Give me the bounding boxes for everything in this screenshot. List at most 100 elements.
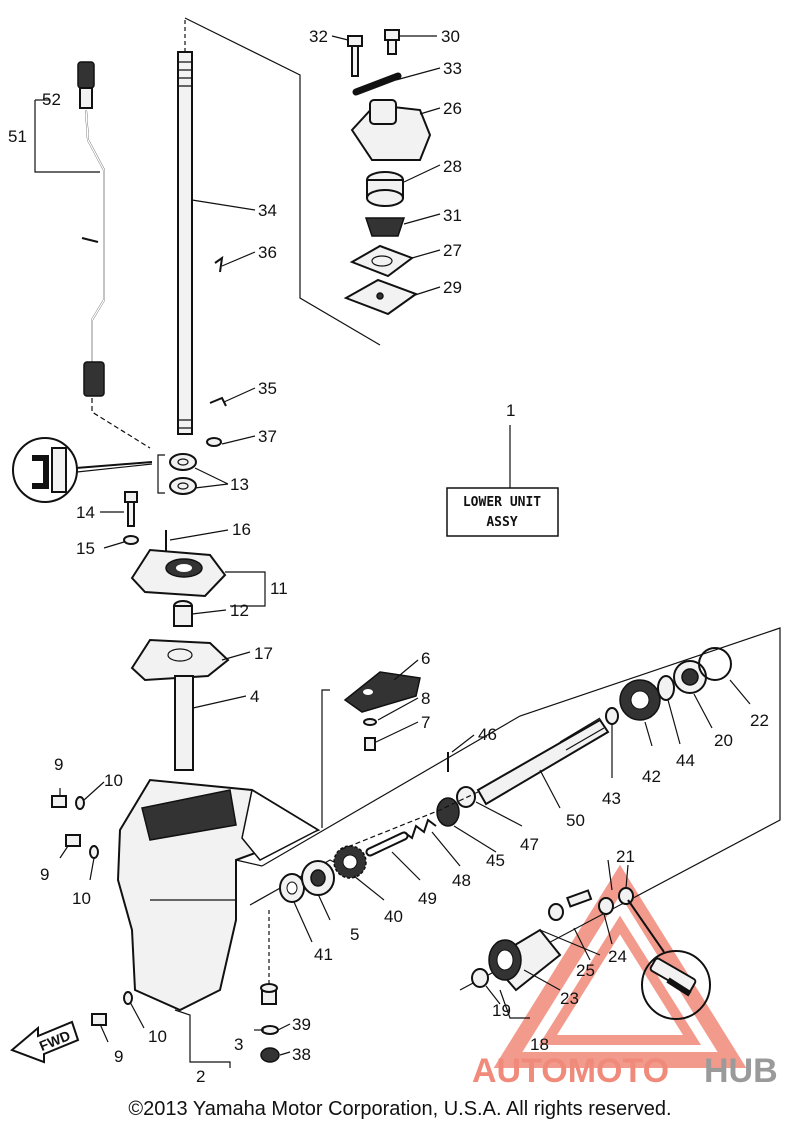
callout-20: 20 [714,731,733,750]
anode-6 [343,671,421,713]
detail-circle-right [627,899,711,1020]
lower-unit-assy-box [446,425,559,537]
callout-52: 52 [42,90,61,109]
callout-17: 17 [254,644,273,663]
callout-10b: 10 [72,889,91,908]
callout-6: 6 [421,649,430,668]
callout-33: 33 [443,59,462,78]
callout-7: 7 [421,713,430,732]
bracket-51 [34,100,100,173]
callout-44: 44 [676,751,695,770]
bearings-13 [157,453,197,495]
watermark-text-gray: HUB [704,1052,778,1090]
callout-2: 2 [196,1067,205,1086]
callout-12: 12 [230,601,249,620]
drive-shaft [177,20,193,435]
leader-lines [59,35,751,1056]
plug-38 [260,1047,280,1063]
callout-15: 15 [76,539,95,558]
callout-32: 32 [309,27,328,46]
detail-circle-left [12,437,153,503]
housing-11 [130,548,227,598]
callout-37: 37 [258,427,277,446]
water-tube-4 [174,675,194,771]
callout-48: 48 [452,871,471,890]
shaft-pump-guide-line [184,17,381,346]
callout-8: 8 [421,689,430,708]
callout-35: 35 [258,379,277,398]
fwd-arrow [10,1020,80,1064]
callout-11: 11 [270,579,288,598]
water-pump-assembly [343,29,432,316]
callout-27: 27 [443,241,462,260]
washer-15 [123,535,139,545]
clip-37 [206,437,222,447]
callout-18: 18 [530,1035,549,1054]
callout-9c: 9 [114,1047,123,1066]
callout-31: 31 [443,206,462,225]
callout-24: 24 [608,947,627,966]
copyright-notice: ©2013 Yamaha Motor Corporation, U.S.A. A… [128,1098,672,1120]
gasket-17 [130,638,230,682]
gear-train [279,647,732,903]
clip-35 [209,396,227,407]
callout-10a: 10 [104,771,123,790]
washer-8 [363,718,377,726]
callout-28: 28 [443,157,462,176]
callout-19: 19 [492,1001,511,1020]
callout-43: 43 [602,789,621,808]
lower-casing [116,778,321,1068]
prop-shaft-bracket [261,627,781,991]
parts-box-line1: LOWER UNIT [463,495,541,510]
bracket-11 [225,571,266,607]
bolt-14 [124,491,138,503]
bolt-9c [91,1013,107,1026]
callout-4: 4 [250,687,259,706]
callout-14: 14 [76,503,95,522]
callout-21: 21 [616,847,635,866]
callout-3: 3 [234,1035,243,1054]
washer-10a [75,796,85,810]
callout-45: 45 [486,851,505,870]
callout-13: 13 [230,475,249,494]
shift-rod [77,61,105,397]
clip-36 [214,255,224,273]
callout-9b: 9 [40,865,49,884]
washer-39 [261,1025,279,1035]
parts-box-line2: ASSY [486,515,517,530]
prop-shaft-housing [471,887,634,992]
callout-labels: 32 30 33 26 28 31 27 29 34 36 35 37 52 5… [8,27,769,1086]
callout-51: 51 [8,127,27,146]
callout-38: 38 [292,1045,311,1064]
washer-10c [123,991,133,1005]
bolt-9a [51,795,67,808]
callout-9a: 9 [54,755,63,774]
callout-26: 26 [443,99,462,118]
callout-47: 47 [520,835,539,854]
bracket-18 [499,989,530,1019]
watermark-text-accent: AUTOMOTO [472,1052,669,1090]
callout-42: 42 [642,767,661,786]
anode-guide-line [321,689,330,828]
callout-46: 46 [478,725,497,744]
callout-5: 5 [350,925,359,944]
callout-1: 1 [506,401,515,420]
bolt-7 [364,737,376,751]
callout-16: 16 [232,520,251,539]
callout-22: 22 [750,711,769,730]
callout-25: 25 [576,961,595,980]
callout-23: 23 [560,989,579,1008]
callout-39: 39 [292,1015,311,1034]
callout-34: 34 [258,201,277,220]
callout-30: 30 [441,27,460,46]
callout-10c: 10 [148,1027,167,1046]
washer-10b [89,845,99,859]
callout-41: 41 [314,945,333,964]
callout-29: 29 [443,278,462,297]
callout-50: 50 [566,811,585,830]
callout-36: 36 [258,243,277,262]
callout-40: 40 [384,907,403,926]
callout-49: 49 [418,889,437,908]
bolt-9b [65,834,81,847]
